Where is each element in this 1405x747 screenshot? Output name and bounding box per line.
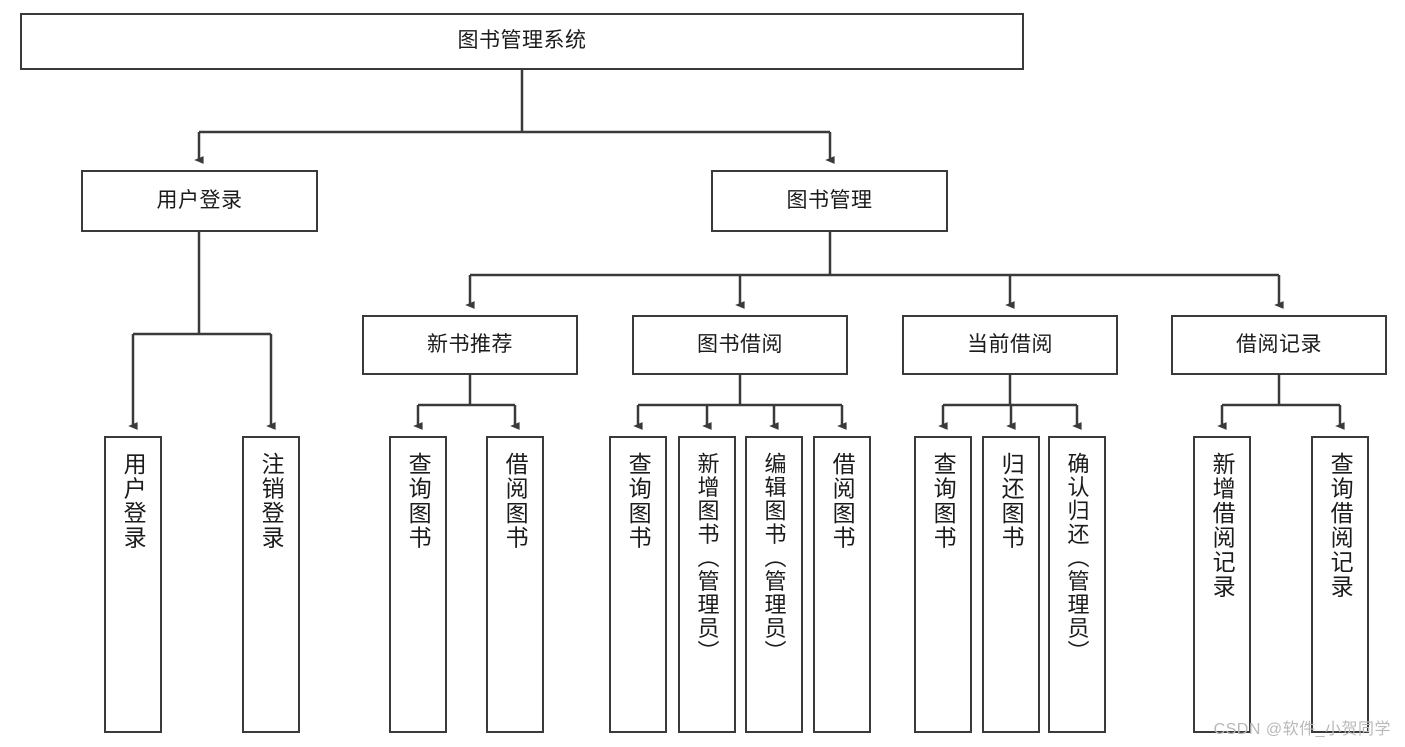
node-label: 确认归还（管理员） (1064, 452, 1090, 664)
node-user-login[interactable]: 用户登录 (81, 170, 318, 232)
node-new-book-recommend[interactable]: 新书推荐 (362, 315, 578, 375)
node-leaf-borrow-book-1[interactable]: 借阅图书 (486, 436, 544, 733)
node-leaf-query-borrow-record[interactable]: 查询借阅记录 (1311, 436, 1369, 733)
node-leaf-add-borrow-record[interactable]: 新增借阅记录 (1193, 436, 1251, 733)
node-label: 借阅图书 (829, 452, 856, 550)
node-label: 用户登录 (156, 188, 243, 212)
node-leaf-logout-login[interactable]: 注销登录 (242, 436, 300, 733)
node-label: 借阅记录 (1236, 332, 1322, 356)
node-leaf-add-book[interactable]: 新增图书（管理员） (678, 436, 736, 733)
node-label: 查询图书 (625, 452, 652, 550)
node-borrow-record[interactable]: 借阅记录 (1171, 315, 1387, 375)
node-leaf-return-book[interactable]: 归还图书 (982, 436, 1040, 733)
node-label: 图书管理 (786, 188, 873, 212)
node-label: 查询图书 (930, 452, 957, 550)
node-leaf-edit-book[interactable]: 编辑图书（管理员） (745, 436, 803, 733)
node-label: 查询借阅记录 (1327, 452, 1354, 599)
node-label: 用户登录 (120, 452, 147, 550)
node-leaf-borrow-book-2[interactable]: 借阅图书 (813, 436, 871, 733)
node-book-management[interactable]: 图书管理 (711, 170, 948, 232)
node-leaf-user-login[interactable]: 用户登录 (104, 436, 162, 733)
node-label: 新增图书（管理员） (694, 452, 720, 664)
node-leaf-query-book-1[interactable]: 查询图书 (389, 436, 447, 733)
node-label: 借阅图书 (502, 452, 529, 550)
node-label: 图书借阅 (697, 332, 783, 356)
node-book-borrow[interactable]: 图书借阅 (632, 315, 848, 375)
node-label: 新增借阅记录 (1209, 452, 1236, 599)
node-label: 归还图书 (998, 452, 1025, 550)
node-current-borrow[interactable]: 当前借阅 (902, 315, 1118, 375)
node-label: 查询图书 (405, 452, 432, 550)
node-label: 当前借阅 (967, 332, 1053, 356)
node-label: 注销登录 (258, 452, 285, 550)
node-leaf-confirm-return[interactable]: 确认归还（管理员） (1048, 436, 1106, 733)
node-leaf-query-book-3[interactable]: 查询图书 (914, 436, 972, 733)
node-label: 图书管理系统 (457, 29, 587, 53)
node-label: 编辑图书（管理员） (761, 452, 787, 664)
node-system-title[interactable]: 图书管理系统 (20, 13, 1024, 70)
node-label: 新书推荐 (427, 332, 513, 356)
node-leaf-query-book-2[interactable]: 查询图书 (609, 436, 667, 733)
